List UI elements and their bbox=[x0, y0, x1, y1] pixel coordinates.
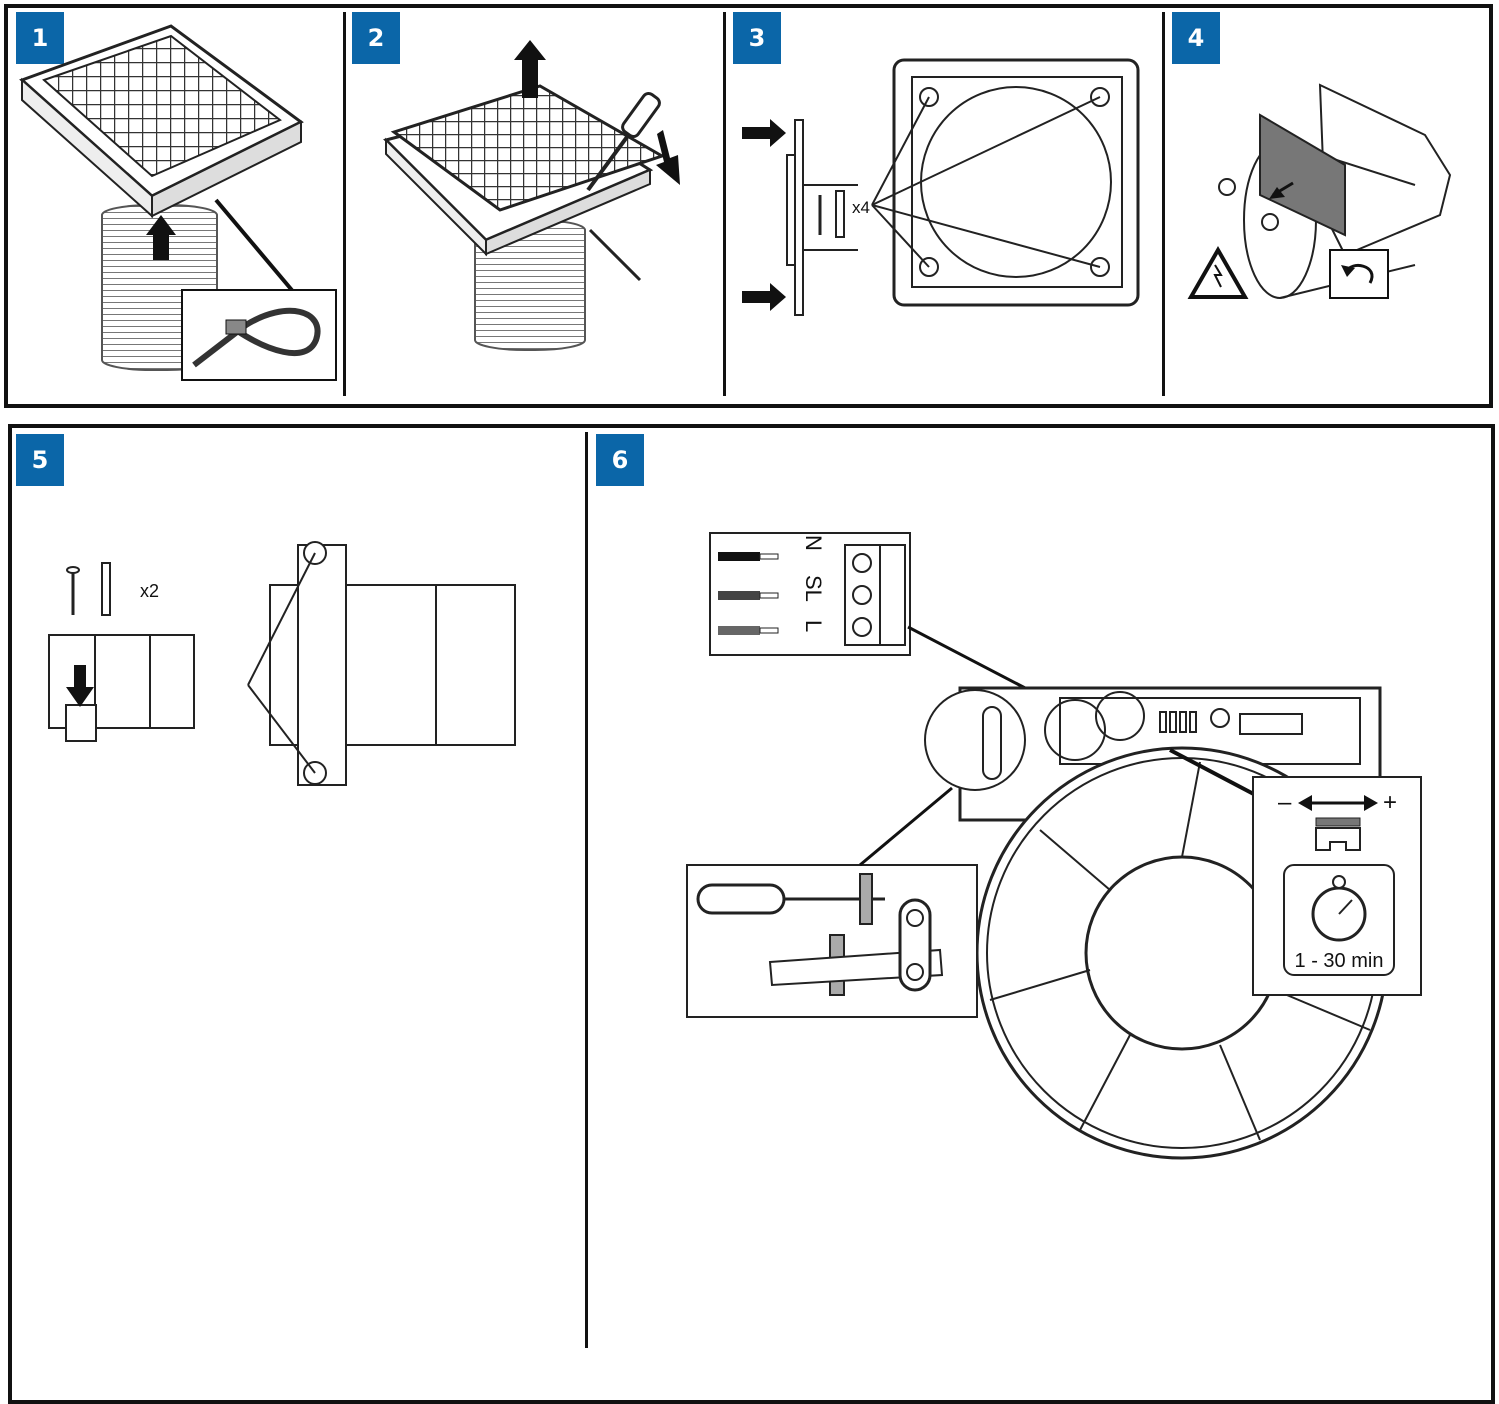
step-badge-5: 5 bbox=[16, 434, 64, 486]
step3-illustration: x4 bbox=[742, 58, 1140, 316]
up-arrow-icon bbox=[514, 40, 546, 98]
wire-live bbox=[718, 626, 760, 635]
timer-zoom-circle bbox=[1095, 691, 1145, 741]
step-badge-4: 4 bbox=[1172, 12, 1220, 64]
wall-plug-icon bbox=[835, 190, 845, 238]
divider-5-6 bbox=[585, 432, 588, 1348]
up-arrow-icon bbox=[146, 215, 176, 260]
step1-illustration bbox=[19, 24, 337, 381]
potentiometer-icon bbox=[1315, 817, 1361, 827]
screw-icon bbox=[1218, 178, 1236, 196]
divider-1-2 bbox=[343, 12, 346, 396]
terminal-label-l: L bbox=[801, 620, 826, 632]
cable-tie-icon bbox=[192, 307, 321, 368]
timer-plus-label: + bbox=[1383, 789, 1397, 816]
quantity-label: x2 bbox=[140, 581, 159, 601]
cover-plate bbox=[1259, 113, 1346, 237]
arrow-icon bbox=[1269, 187, 1285, 199]
step-badge-2: 2 bbox=[352, 12, 400, 64]
divider-2-3 bbox=[723, 12, 726, 396]
grille-mesh bbox=[42, 34, 282, 178]
cable-clamp-zoom-circle bbox=[924, 689, 1026, 791]
right-arrow-icon bbox=[742, 119, 786, 147]
wall-plug-icon bbox=[101, 562, 111, 616]
divider-3-4 bbox=[1162, 12, 1165, 396]
wire-neutral bbox=[718, 552, 760, 561]
terminal-zoom-circle bbox=[1044, 699, 1106, 761]
wire-switched-live bbox=[718, 591, 760, 600]
chip-icon bbox=[1239, 713, 1303, 735]
wall-plate-side bbox=[794, 119, 804, 316]
timer-range-label: 1 - 30 min bbox=[1295, 950, 1384, 972]
cable-tie-inset bbox=[181, 289, 337, 381]
step-badge-1: 1 bbox=[16, 12, 64, 64]
step6-illustration: N SL L – + 1 - 30 mi bbox=[686, 532, 1422, 1160]
down-arrow-icon bbox=[66, 665, 94, 707]
quantity-label: x4 bbox=[852, 198, 870, 217]
fan-hub bbox=[1084, 855, 1280, 1051]
rotate-inset bbox=[1329, 249, 1389, 299]
grille-mesh bbox=[390, 84, 666, 212]
electric-warning-icon bbox=[1187, 245, 1249, 299]
right-arrow-icon bbox=[742, 283, 786, 311]
screwdriver-icon bbox=[621, 91, 661, 139]
down-arrow-icon bbox=[656, 130, 680, 185]
step2-illustration bbox=[383, 40, 680, 351]
step4-illustration bbox=[1187, 83, 1452, 299]
terminal-label-sl: SL bbox=[801, 575, 826, 602]
step-badge-6: 6 bbox=[596, 434, 644, 486]
terminal-label-n: N bbox=[801, 535, 826, 551]
cable-grommet-icon bbox=[859, 873, 873, 925]
step5-illustration: x2 bbox=[48, 541, 516, 786]
screwdriver-icon bbox=[696, 883, 786, 915]
screw-icon bbox=[588, 228, 642, 282]
timer-minus-label: – bbox=[1278, 789, 1292, 816]
step-badge-3: 3 bbox=[733, 12, 781, 64]
